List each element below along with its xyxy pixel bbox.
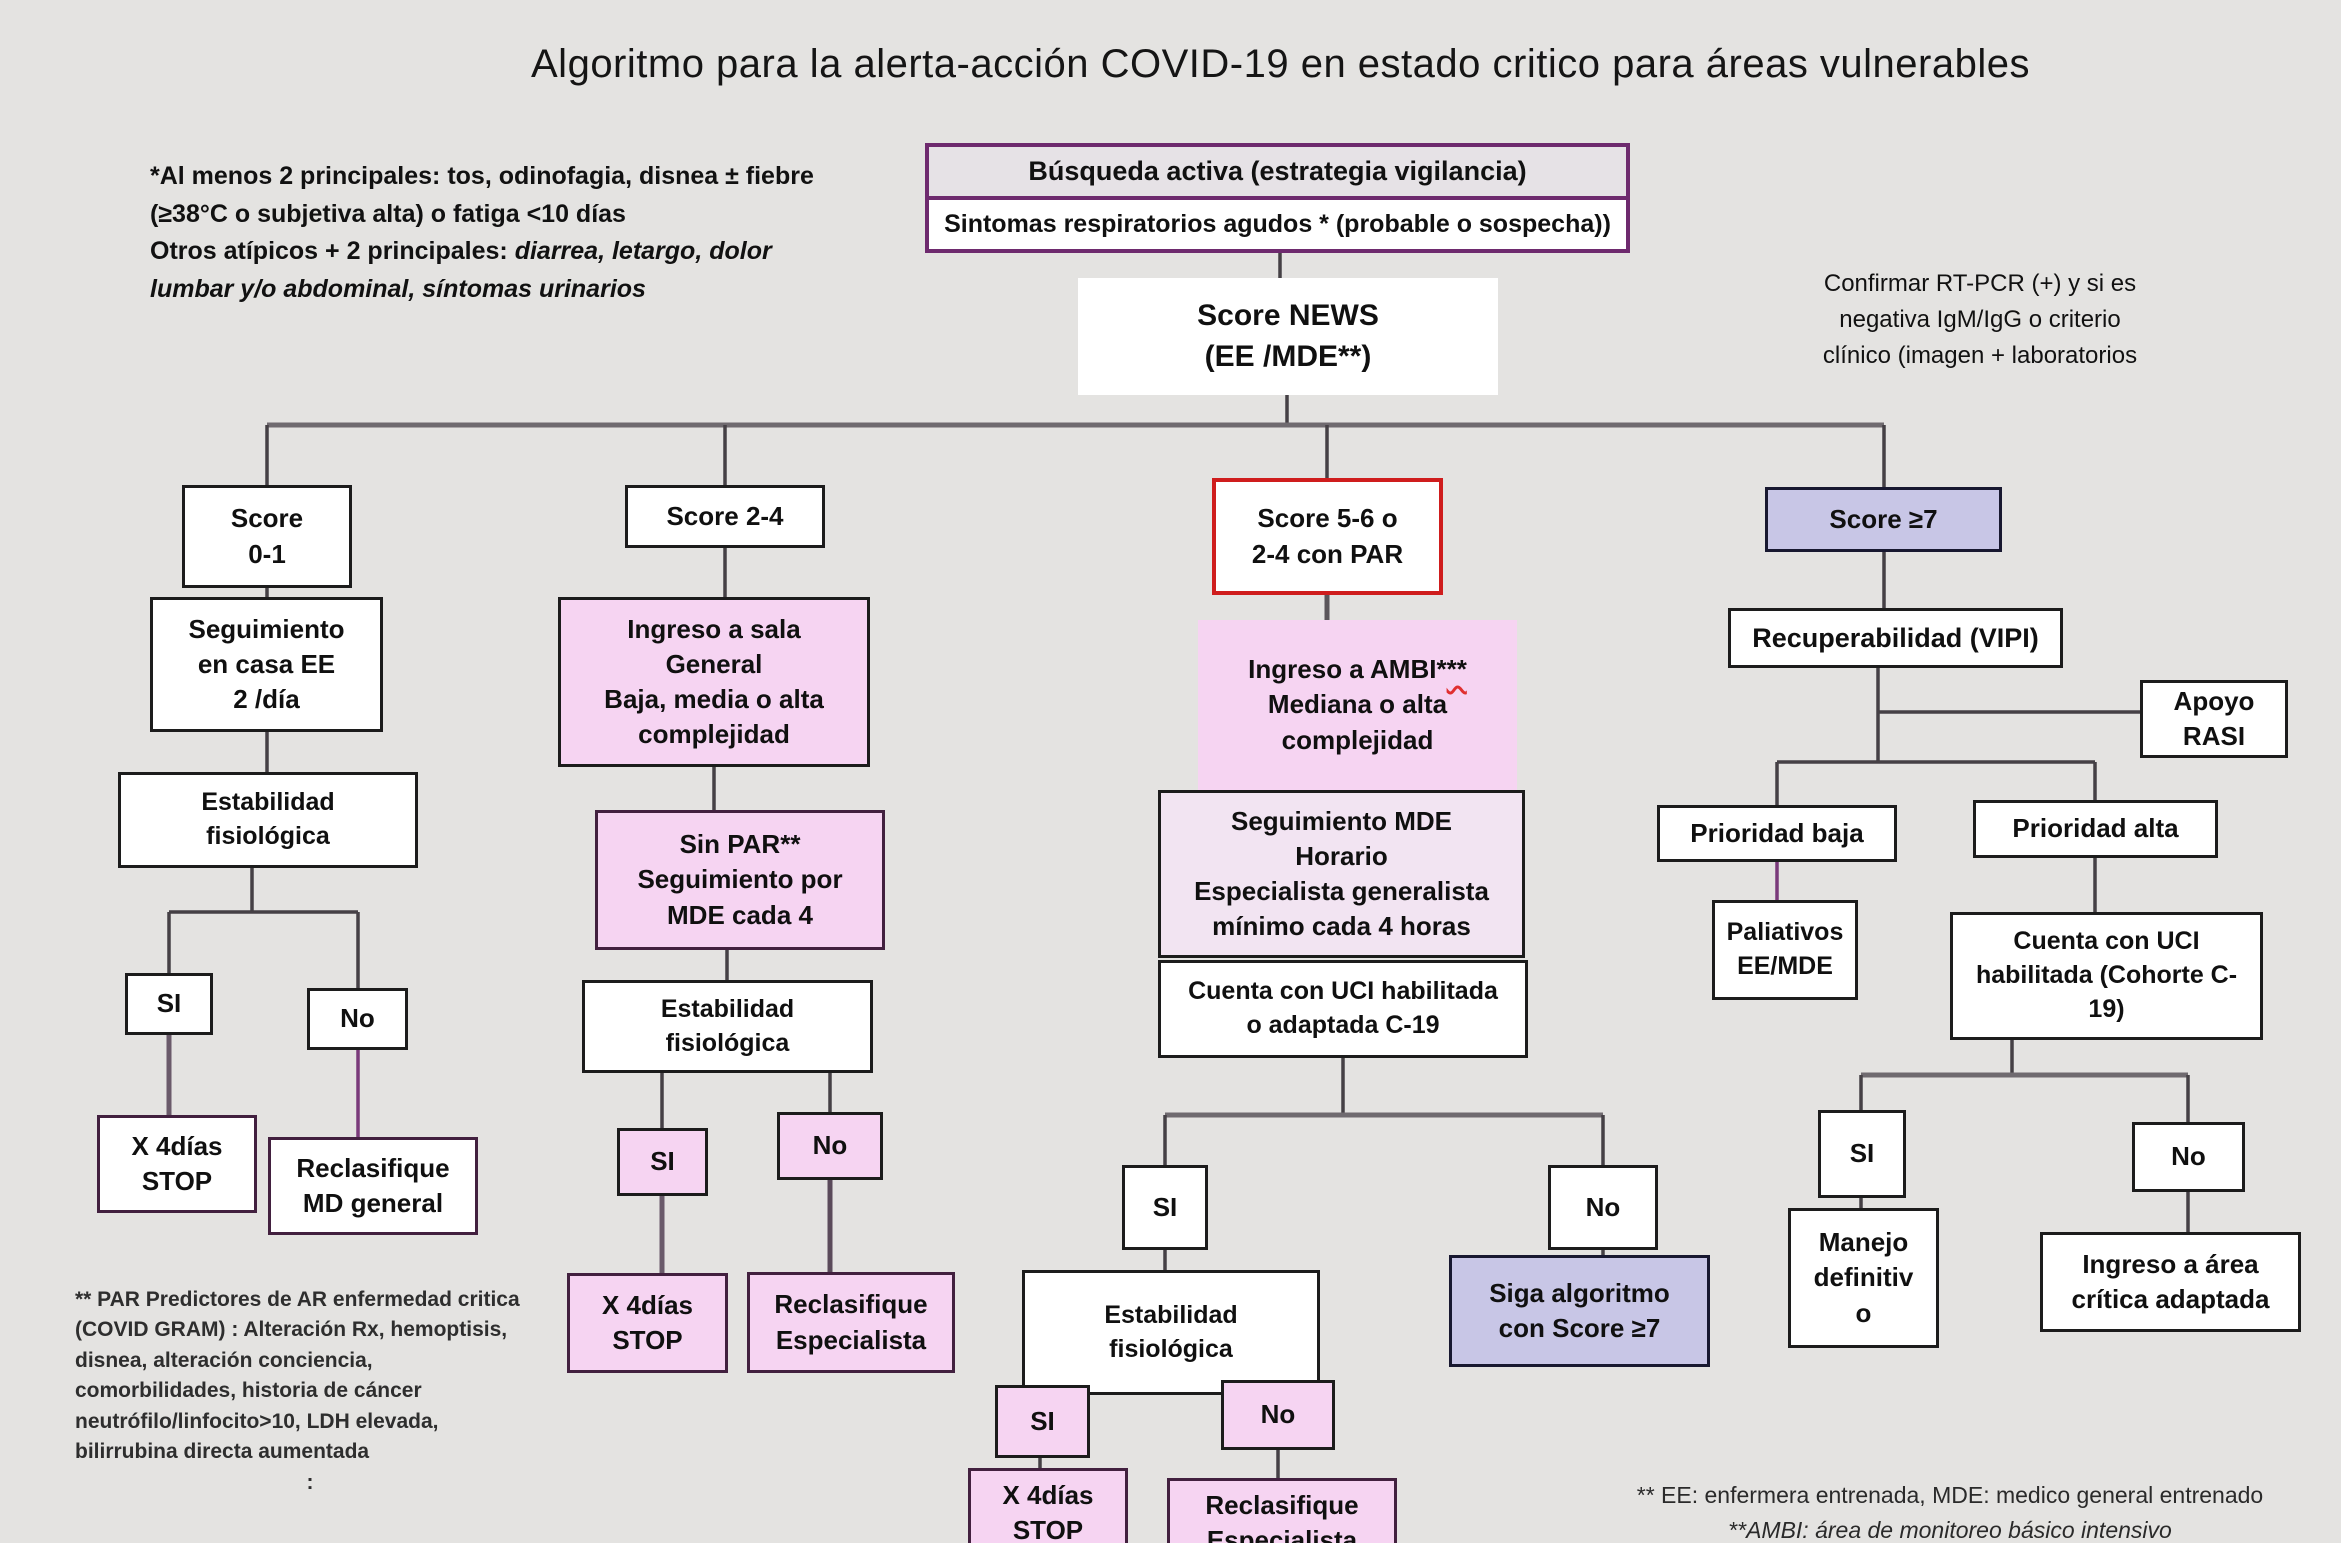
node-reclasifique-especialista-2: Reclasifique Especialista xyxy=(747,1272,955,1373)
node-no-2: No xyxy=(777,1112,883,1180)
busqueda-header: Búsqueda activa (estrategia vigilancia) xyxy=(929,147,1626,200)
node-estabilidad-fisiologica-2: Estabilidad fisiológica xyxy=(582,980,873,1073)
ee-footnote-line1: ** EE: enfermera entrenada, MDE: medico … xyxy=(1636,1482,2264,1508)
busqueda-subtext: Sintomas respiratorios agudos * (probabl… xyxy=(929,200,1626,249)
node-score-5-6-con-par: Score 5-6 o 2-4 con PAR xyxy=(1212,478,1443,595)
note-symptoms-line3: Otros atípicos + 2 principales: xyxy=(150,237,515,265)
note-symptoms-line1: *Al menos 2 principales: tos, odinofagia… xyxy=(150,162,814,190)
node-ingreso-ambi: Ingreso a AMBI*** Mediana o alta complej… xyxy=(1198,620,1517,790)
node-score-0-1: Score 0-1 xyxy=(182,485,352,588)
node-reclasifique-md-general: Reclasifique MD general xyxy=(268,1137,478,1235)
node-x4dias-stop-1: X 4días STOP xyxy=(97,1115,257,1213)
node-x4dias-stop-3: X 4días STOP xyxy=(968,1468,1128,1543)
ambi-line1: Ingreso a AMBI*** xyxy=(1248,652,1467,687)
node-score-news: Score NEWS (EE /MDE**) xyxy=(1078,278,1498,395)
node-score-ge7: Score ≥7 xyxy=(1765,487,2002,552)
ambi-rest: Mediana o alta complejidad xyxy=(1267,689,1448,755)
node-manejo-definitivo: Manejo definitiv o xyxy=(1788,1208,1939,1348)
node-x4dias-stop-2: X 4días STOP xyxy=(567,1273,728,1373)
note-symptoms-line3-italic: diarrea, letargo, dolor xyxy=(514,237,772,265)
par-footnote-body: (COVID GRAM) : Alteración Rx, hemoptisis… xyxy=(75,1318,508,1464)
ee-footnote-line2: **AMBI: área de monitoreo básico intensi… xyxy=(1728,1516,2172,1543)
par-footnote-title: ** PAR Predictores de AR enfermedad crit… xyxy=(75,1288,520,1311)
par-footnote-colon: : xyxy=(306,1470,314,1494)
node-busqueda-activa: Búsqueda activa (estrategia vigilancia) … xyxy=(925,143,1630,253)
node-sin-par-seguimiento: Sin PAR** Seguimiento por MDE cada 4 xyxy=(595,810,885,950)
node-seguimiento-en-casa: Seguimiento en casa EE 2 /día xyxy=(150,597,383,732)
node-no-5: No xyxy=(2132,1122,2245,1192)
node-siga-algoritmo-score7: Siga algoritmo con Score ≥7 xyxy=(1449,1255,1710,1367)
node-ingreso-sala-general: Ingreso a sala General Baja, media o alt… xyxy=(558,597,870,767)
node-estabilidad-fisiologica-1: Estabilidad fisiológica xyxy=(118,772,418,868)
node-ingreso-area-critica: Ingreso a área crítica adaptada xyxy=(2040,1232,2301,1332)
ambi-squiggle-asterisks: ** xyxy=(1446,654,1467,685)
node-recuperabilidad-vipi: Recuperabilidad (VIPI) xyxy=(1728,608,2063,668)
node-si-4: SI xyxy=(995,1385,1090,1458)
node-no-4: No xyxy=(1221,1380,1335,1450)
note-ee-footnote: ** EE: enfermera entrenada, MDE: medico … xyxy=(1560,1478,2340,1543)
ambi-line1-text: Ingreso a AMBI* xyxy=(1248,654,1447,685)
node-prioridad-alta: Prioridad alta xyxy=(1973,800,2218,858)
diagram-title: Algoritmo para la alerta-acción COVID-19… xyxy=(531,42,2030,86)
node-no-1: No xyxy=(307,988,408,1050)
node-estabilidad-fisiologica-3: Estabilidad fisiológica xyxy=(1022,1270,1320,1395)
node-seguimiento-mde-horario: Seguimiento MDE Horario Especialista gen… xyxy=(1158,790,1525,958)
node-no-3: No xyxy=(1548,1165,1658,1250)
node-prioridad-baja: Prioridad baja xyxy=(1657,805,1897,862)
note-symptoms-line2: (≥38°C o subjetiva alta) o fatiga <10 dí… xyxy=(150,199,626,228)
node-reclasifique-especialista-3: Reclasifique Especialista xyxy=(1167,1478,1397,1543)
node-score-2-4: Score 2-4 xyxy=(625,485,825,548)
note-confirmar-rtpcr: Confirmar RT-PCR (+) y si es negativa Ig… xyxy=(1822,270,2138,369)
node-cuenta-uci-cohorte: Cuenta con UCI habilitada (Cohorte C- 19… xyxy=(1950,912,2263,1040)
note-par-footnote: ** PAR Predictores de AR enfermedad crit… xyxy=(75,1285,545,1498)
node-si-1: SI xyxy=(125,973,213,1035)
note-symptoms: *Al menos 2 principales: tos, odinofagia… xyxy=(150,158,890,308)
node-si-3: SI xyxy=(1122,1165,1208,1250)
node-paliativos-ee-mde: Paliativos EE/MDE xyxy=(1712,900,1858,1000)
node-si-5: SI xyxy=(1818,1110,1906,1198)
node-cuenta-uci-adaptada: Cuenta con UCI habilitada o adaptada C-1… xyxy=(1158,960,1528,1058)
node-si-2: SI xyxy=(617,1128,708,1196)
node-apoyo-rasi: Apoyo RASI xyxy=(2140,680,2288,758)
note-symptoms-line4-italic: lumbar y/o abdominal, síntomas urinarios xyxy=(150,274,646,303)
